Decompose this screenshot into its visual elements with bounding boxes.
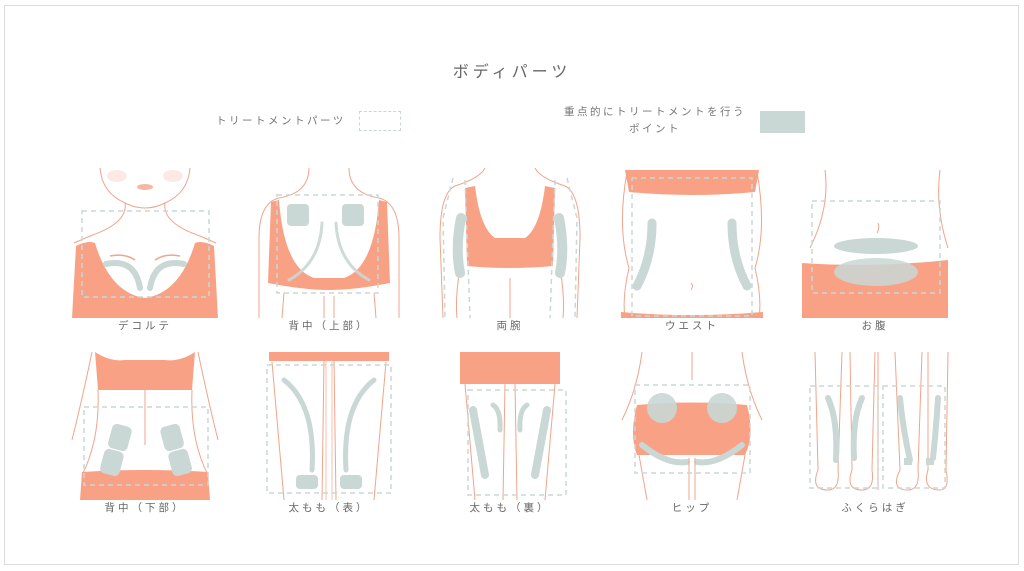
upper-back-illustration [258, 168, 400, 318]
part-lower-back[interactable]: 背中（下部） [70, 350, 220, 520]
caption-belly: お腹 [861, 320, 889, 332]
part-belly[interactable]: お腹 [800, 168, 950, 338]
part-waist[interactable]: ウエスト [617, 168, 767, 338]
both-arms-illustration [439, 168, 581, 318]
page-frame [4, 5, 1019, 565]
part-thigh-back[interactable]: 太もも（裏） [435, 350, 585, 520]
legend-focus-line2: ポイント [629, 123, 681, 135]
legend-focus-points-swatch [760, 111, 805, 133]
page-title: ボディパーツ [452, 62, 572, 81]
caption-thigh-back: 太もも（裏） [469, 502, 551, 514]
waist-illustration [621, 170, 763, 318]
caption-decollete: デコルテ [118, 320, 172, 332]
lower-back-illustration [71, 351, 219, 500]
part-thigh-front[interactable]: 太もも（表） [254, 350, 404, 520]
part-both-arms[interactable]: 両腕 [435, 168, 585, 338]
caption-both-arms: 両腕 [496, 320, 524, 332]
caption-lower-back: 背中（下部） [104, 502, 186, 514]
belly-illustration [802, 169, 949, 318]
part-hip[interactable]: ヒップ [617, 350, 767, 520]
thigh-back-illustration [460, 352, 567, 500]
caption-thigh-front: 太もも（表） [288, 502, 370, 514]
part-decollete[interactable]: デコルテ [70, 168, 220, 338]
part-calf[interactable]: ふくらはぎ [800, 350, 950, 520]
part-upper-back[interactable]: 背中（上部） [254, 168, 404, 338]
thigh-front-illustration [266, 352, 392, 500]
caption-calf: ふくらはぎ [841, 502, 909, 514]
legend-focus-line1: 重点的にトリートメントを行う [564, 106, 746, 118]
hip-illustration [621, 351, 763, 500]
caption-hip: ヒップ [671, 502, 713, 514]
decollete-illustration [72, 168, 218, 318]
caption-waist: ウエスト [665, 320, 719, 332]
calf-illustration [809, 351, 949, 491]
legend-treatment-parts-swatch [359, 111, 401, 131]
legend-focus-points-label: 重点的にトリートメントを行う ポイント [560, 104, 750, 138]
legend-treatment-parts-label: トリートメントパーツ [216, 115, 346, 127]
caption-upper-back: 背中（上部） [288, 320, 370, 332]
